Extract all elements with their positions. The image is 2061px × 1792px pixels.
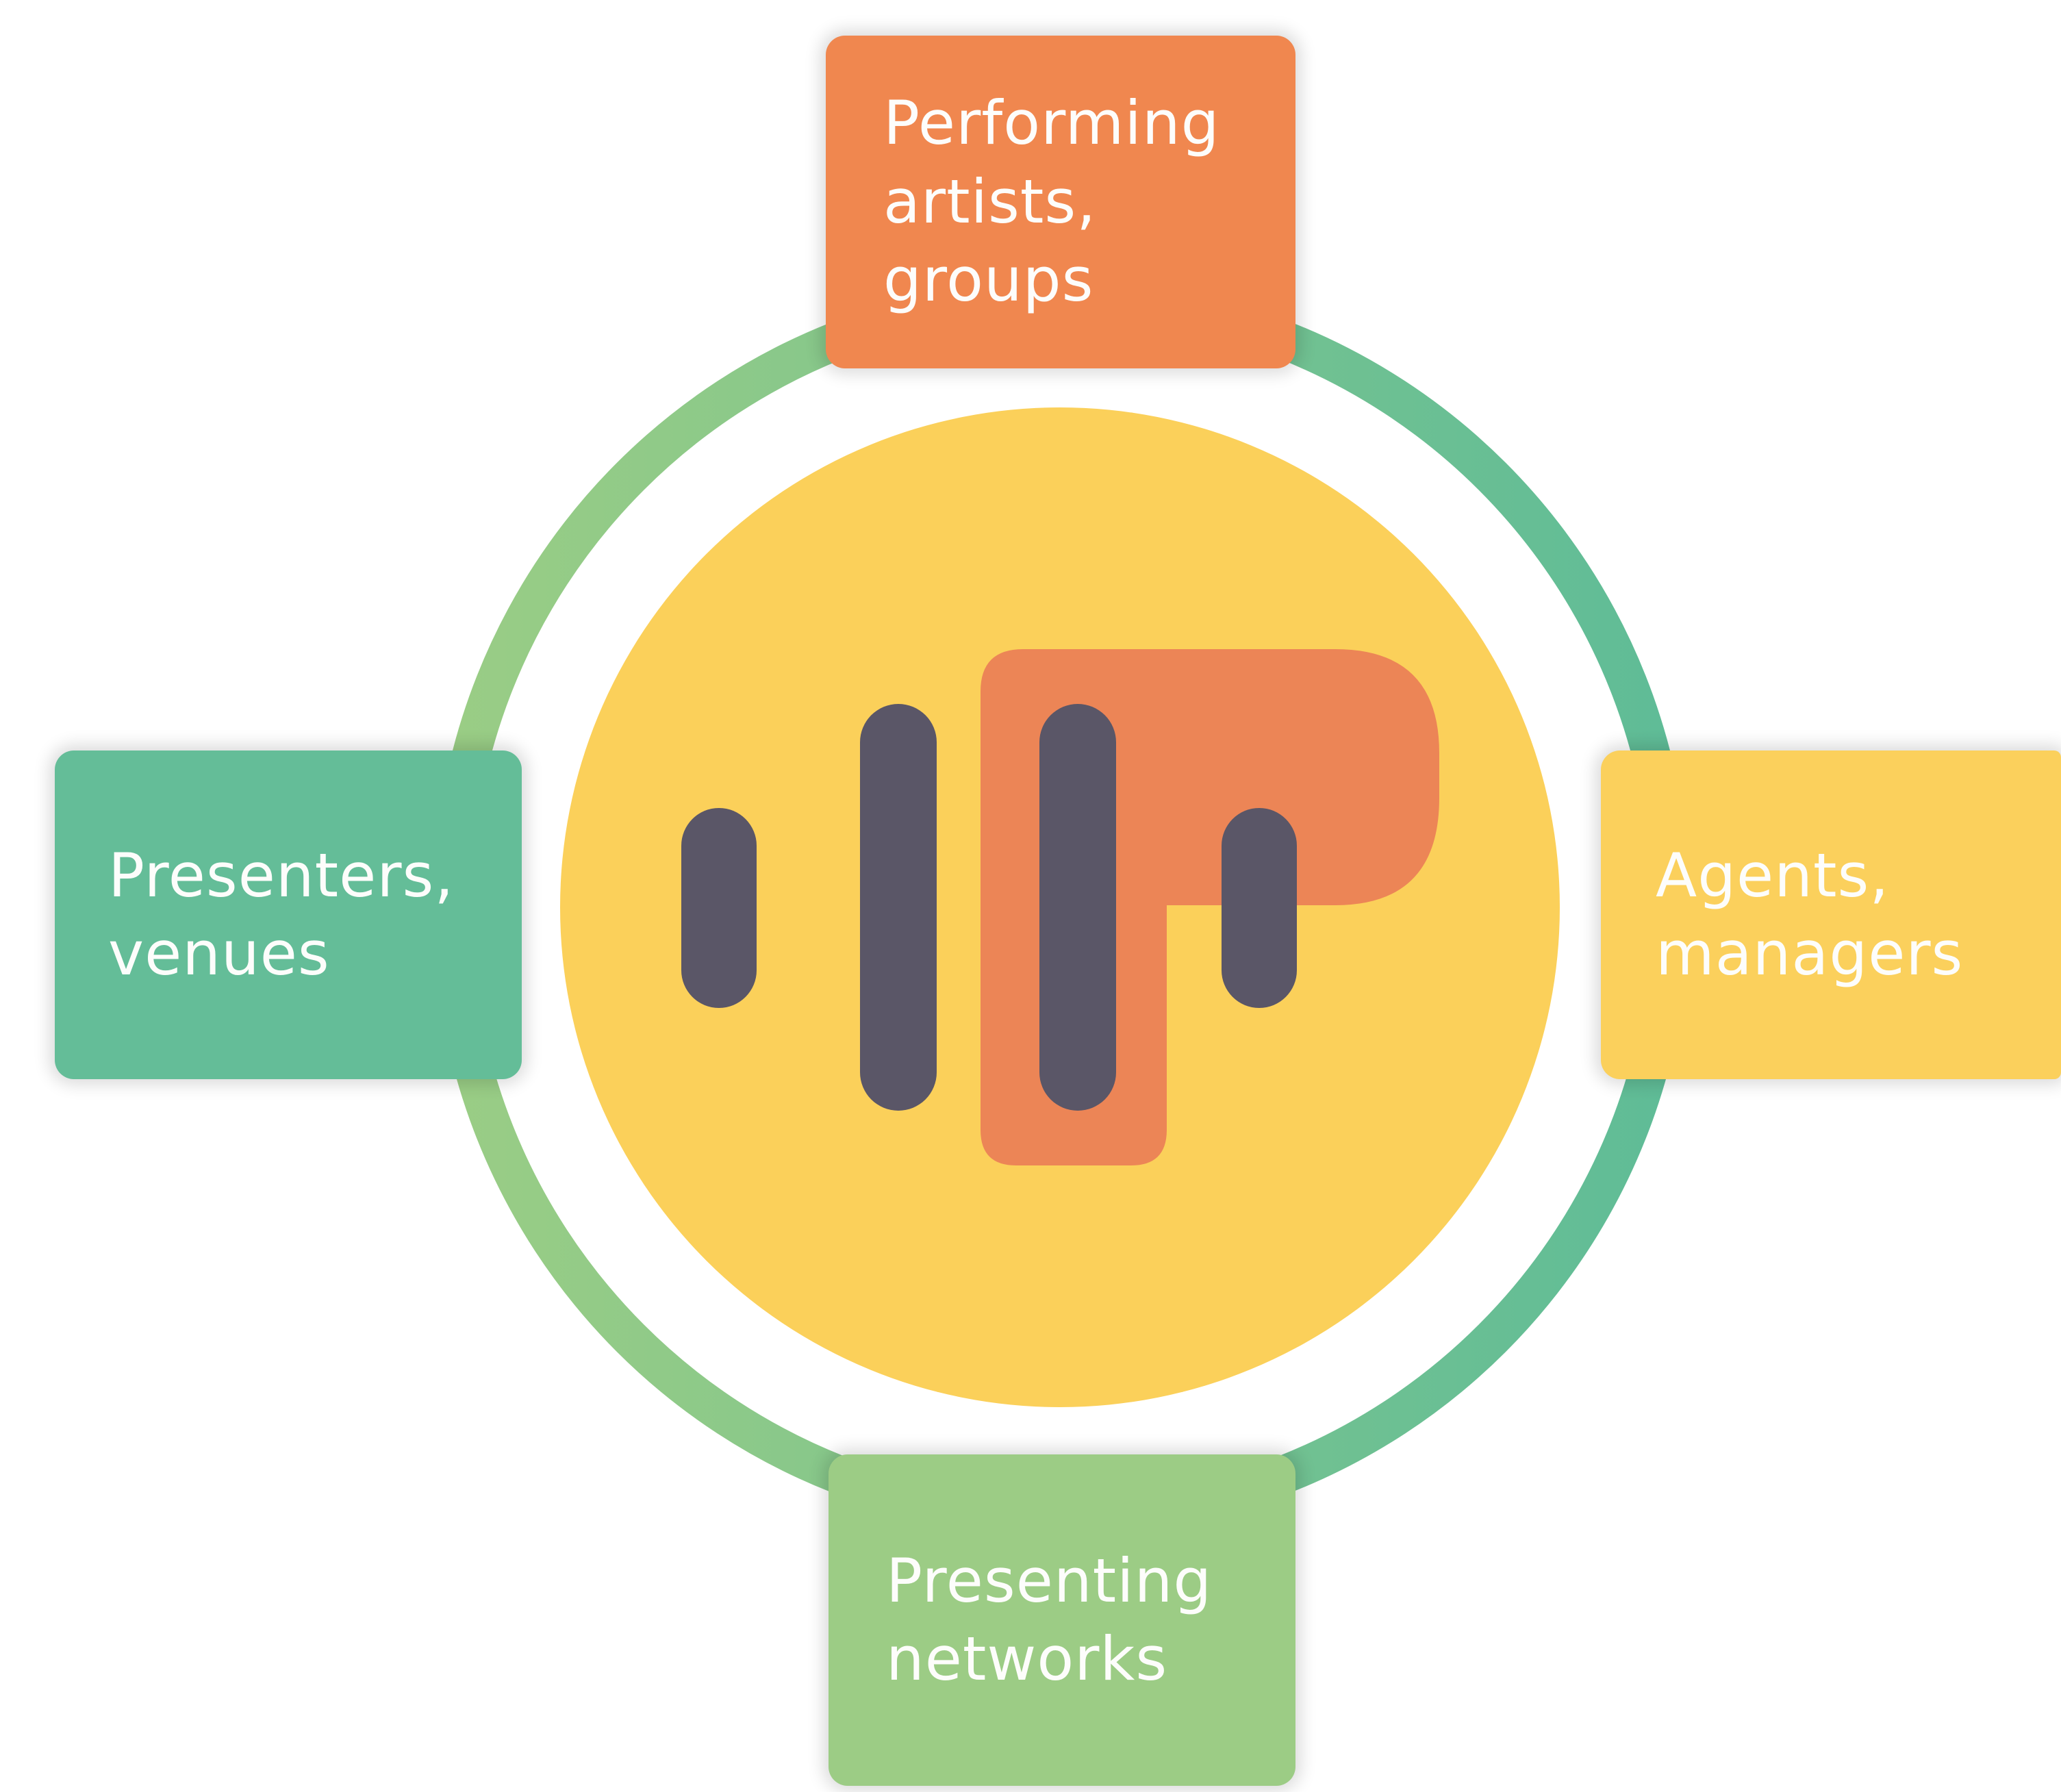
audio-bars-with-letter-p-icon [681,649,1439,1165]
node-label-line: managers [1656,918,1964,989]
node-label-line: Presenters, [108,840,455,911]
node-label-line: venues [108,918,330,989]
node-label-line: Agents, [1656,840,1890,911]
node-label-line: groups [883,244,1094,316]
logo-bar-2 [860,704,937,1111]
node-performing-artists-groups: Performing artists, groups [826,36,1295,368]
node-presenting-networks: Presenting networks [829,1454,1295,1786]
logo-bar-4 [1222,808,1297,1008]
node-label-line: Presenting [886,1545,1213,1616]
logo-bar-1 [681,808,757,1008]
node-label-line: artists, [883,166,1097,237]
node-presenters-venues: Presenters, venues [55,750,522,1079]
node-label-line: Performing [883,88,1220,159]
node-label-line: networks [886,1624,1168,1694]
logo-bar-3 [1039,704,1116,1111]
node-agents-managers: Agents, managers [1601,750,2061,1079]
